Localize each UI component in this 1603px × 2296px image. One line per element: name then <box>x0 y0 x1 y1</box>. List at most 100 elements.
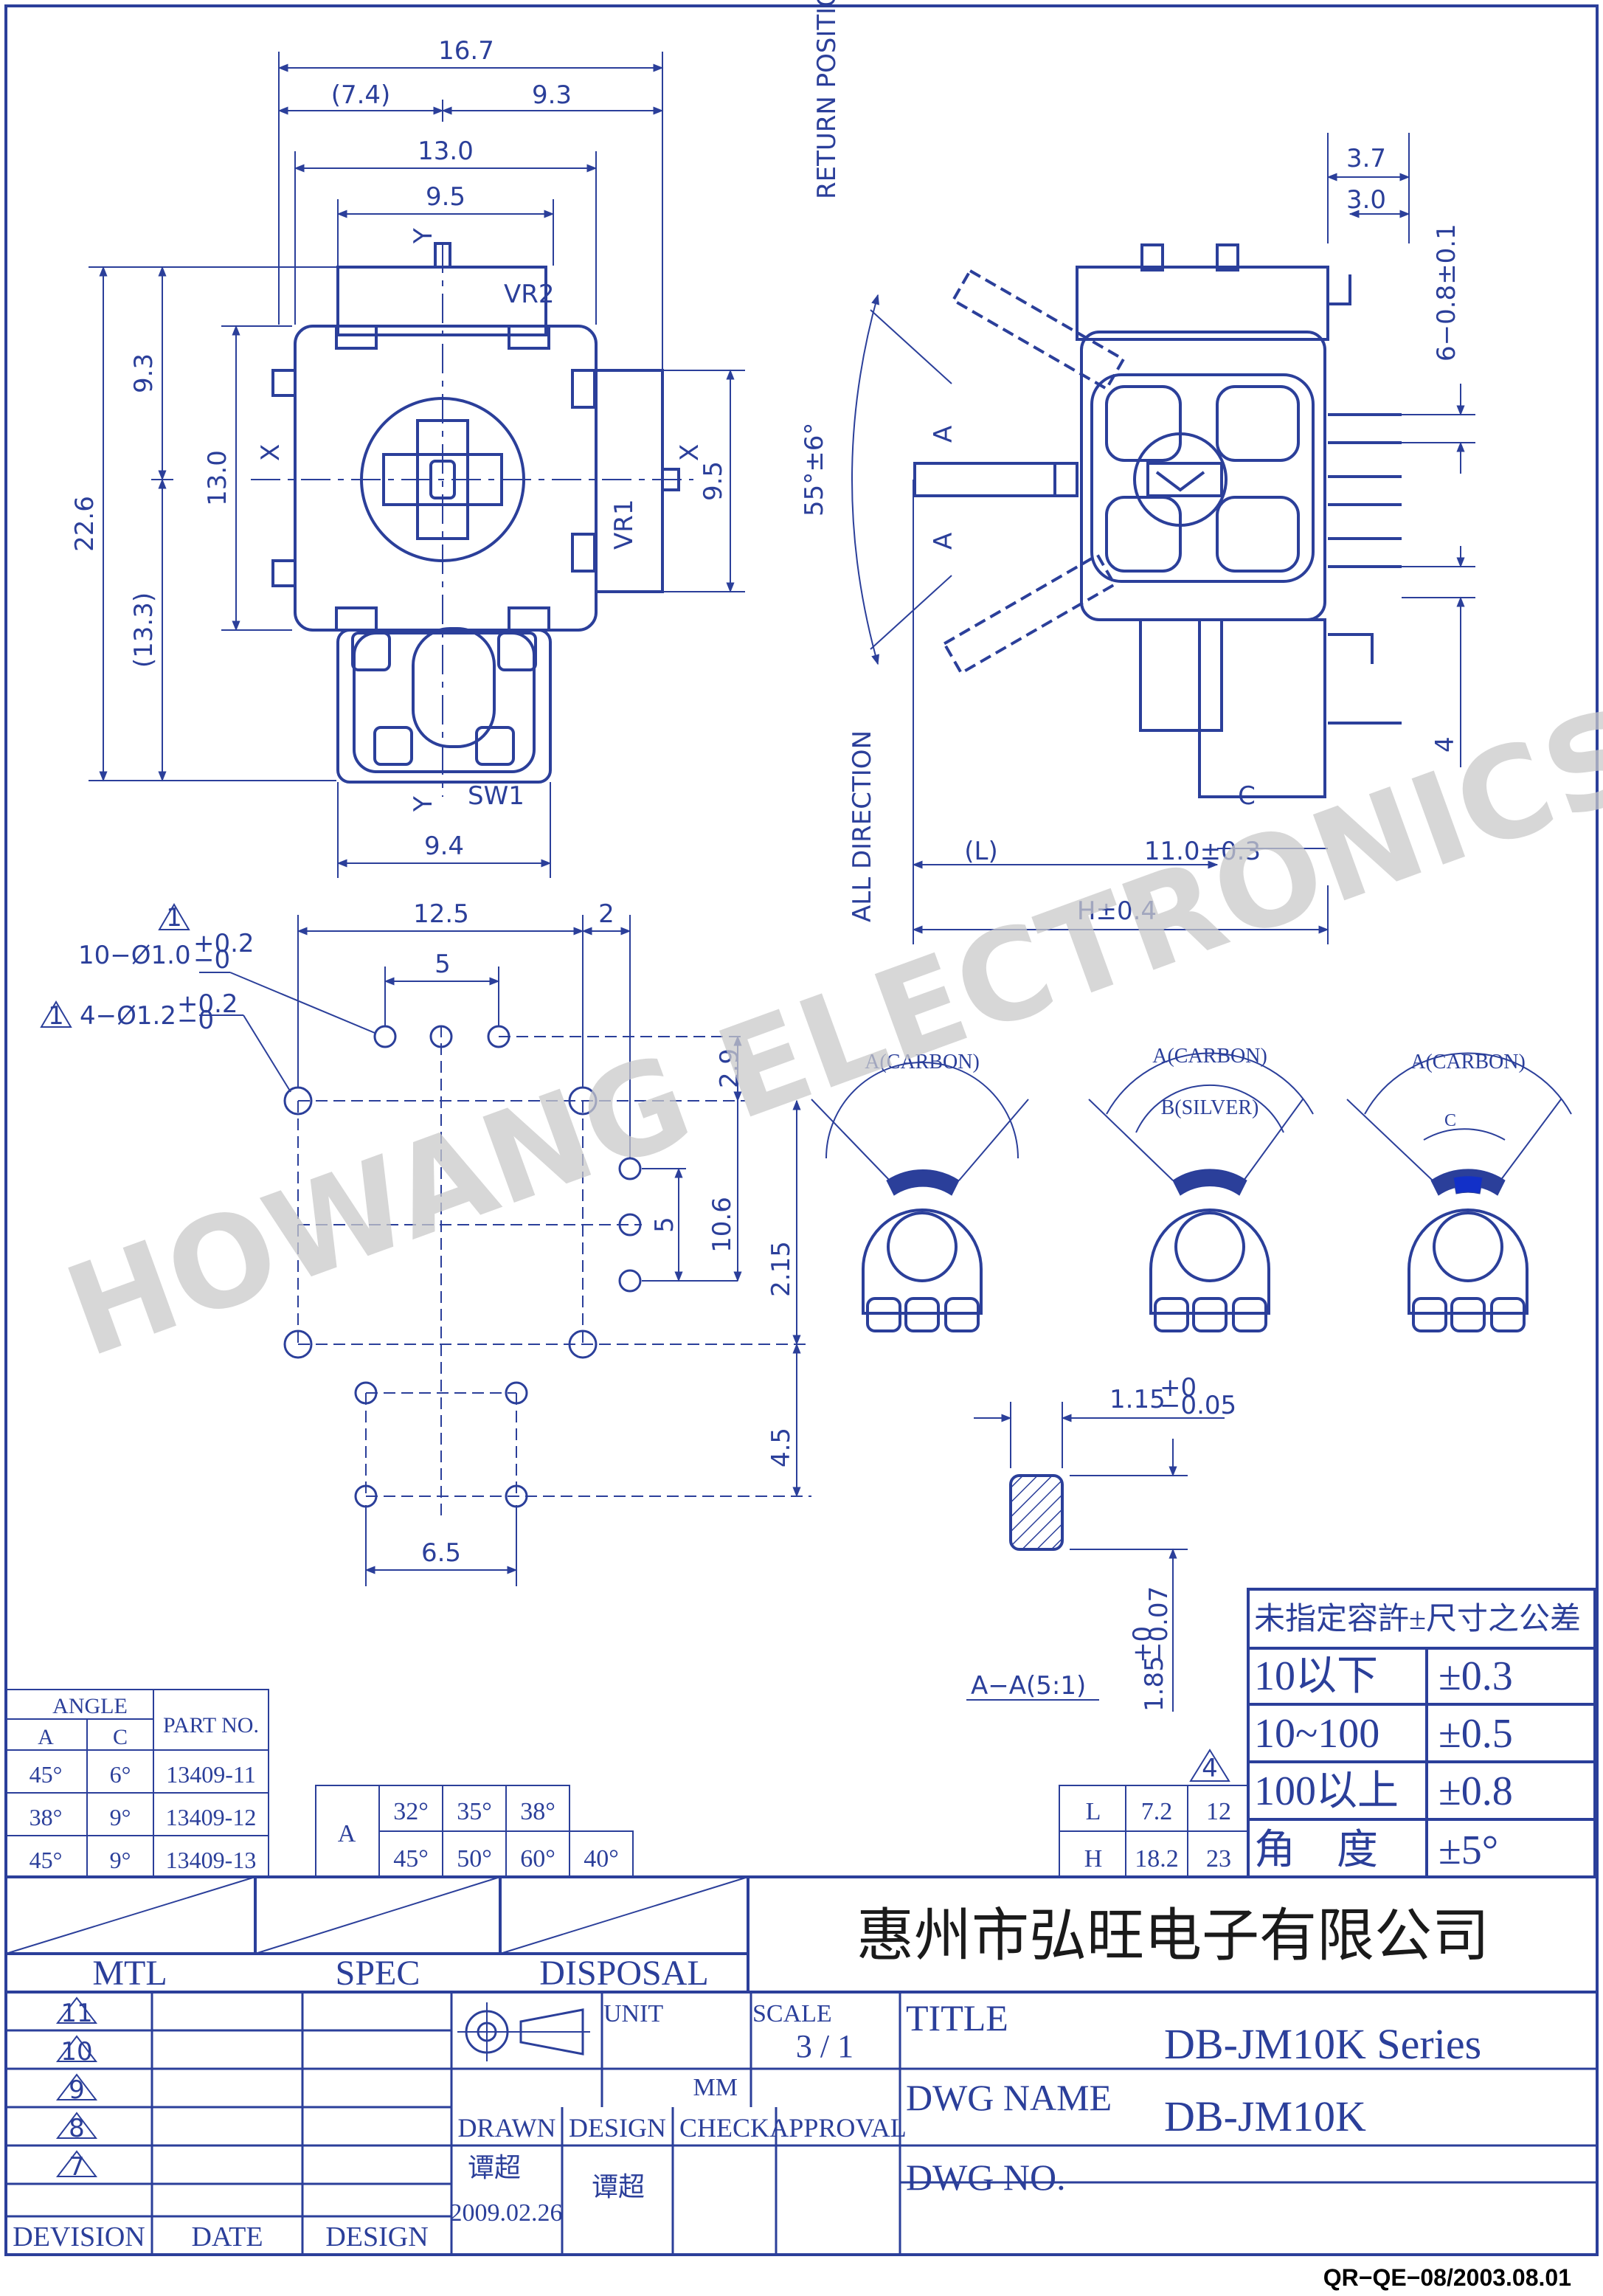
revision-2: 10 <box>60 2037 92 2067</box>
dim-width-bottom: 9.4 <box>424 831 464 861</box>
dim-height-right: 9.5 <box>699 461 728 501</box>
drawn-by: 谭超 <box>468 2153 521 2182</box>
scale-value: 3 / 1 <box>796 2028 854 2064</box>
dim-fp-6-5: 6.5 <box>421 1538 461 1568</box>
note2-mark: 1 <box>48 1001 64 1031</box>
section-mark-bottom: A <box>929 533 958 550</box>
part-no-header: PART NO. <box>163 1713 259 1737</box>
scale-label: SCALE <box>752 2000 832 2027</box>
dim-fp-2-9: 2.9 <box>715 1048 744 1088</box>
y-axis-label-bottom: Y <box>409 796 438 812</box>
tol-row-3-value: ±0.8 <box>1438 1768 1513 1814</box>
dim-width-body: 13.0 <box>418 136 474 166</box>
note2-holes: 4−Ø1.2 <box>80 1001 176 1031</box>
note1-holes: 10−Ø1.0 <box>78 941 191 970</box>
dwg-name-label: DWG NAME <box>906 2077 1112 2118</box>
title-label: TITLE <box>906 1997 1008 2039</box>
dim-l-tolerance: 11.0±0.3 <box>1144 837 1261 866</box>
resistor-track-2 <box>1088 1052 1314 1332</box>
y-axis-label-top: Y <box>409 228 438 244</box>
dim-height-upper: 9.3 <box>129 353 159 393</box>
dim-h: H±0.4 <box>1077 896 1157 926</box>
spec-label: SPEC <box>336 1954 420 1993</box>
note1-triangle-icon <box>158 903 190 930</box>
dim-c-mark: C <box>1238 781 1256 811</box>
angle-row-1-a: 45° <box>30 1761 63 1788</box>
revision-triangles <box>55 1996 98 2177</box>
a-row2-2: 50° <box>457 1845 492 1873</box>
company-name: 惠州市弘旺电子有限公司 <box>856 1903 1489 1968</box>
tolerance-table <box>1247 1588 1596 1878</box>
disposal-label: DISPOSAL <box>539 1954 708 1993</box>
lh-note-mark: 4 <box>1202 1754 1218 1783</box>
dim-height-lower: (13.3) <box>129 592 159 668</box>
lh-row-2-key: H <box>1084 1845 1103 1873</box>
top-view-dimensions <box>89 52 745 878</box>
section-height-tol-dn: −0.07 <box>1144 1586 1174 1663</box>
revision-4: 8 <box>69 2114 85 2143</box>
tolerance-header: 未指定容許±尺寸之公差 <box>1254 1602 1581 1636</box>
dim-width-total: 16.7 <box>438 36 494 66</box>
dim-width-right: 9.3 <box>532 80 572 110</box>
side-view <box>913 243 1402 798</box>
division-label: DEVISION <box>13 2221 145 2252</box>
tol-row-2-value: ±0.5 <box>1438 1711 1513 1757</box>
section-mark-top: A <box>929 426 958 443</box>
note1-tol-up: +0.2 <box>193 929 255 958</box>
all-direction-label: ALL DIRECTION <box>848 730 877 922</box>
lh-row-1-v2: 12 <box>1206 1798 1231 1825</box>
section-label: A−A(5:1) <box>971 1671 1086 1701</box>
x-axis-label-left: X <box>256 444 285 461</box>
angle-row-3-part: 13409-13 <box>166 1847 257 1873</box>
tol-row-2-range: 10~100 <box>1254 1711 1379 1757</box>
angle-row-2-c: 9° <box>110 1804 131 1830</box>
lh-row-1-key: L <box>1086 1798 1101 1825</box>
resistor-3-label-a: A(CARBON) <box>1410 1051 1526 1073</box>
tol-row-3-range: 100以上 <box>1254 1768 1399 1814</box>
a-row2-1: 45° <box>393 1845 429 1873</box>
unit-value: MM <box>693 2074 738 2101</box>
x-axis-label-right: X <box>675 444 704 461</box>
dim-l: (L) <box>964 837 997 866</box>
resistor-3-label-c: C <box>1444 1111 1456 1130</box>
a-row1-2: 35° <box>457 1798 492 1825</box>
note1-mark: 1 <box>166 903 182 933</box>
resistor-2-label-a: A(CARBON) <box>1152 1045 1267 1068</box>
section-width: 1.15 <box>1109 1385 1166 1414</box>
dim-side-3-0: 3.0 <box>1346 185 1386 215</box>
mtl-label: MTL <box>92 1954 167 1993</box>
dwg-name-value: DB-JM10K <box>1164 2092 1366 2140</box>
a-value-table <box>315 1785 634 1878</box>
footprint-dimensions <box>199 915 801 1586</box>
check-label: CHECK <box>679 2113 769 2143</box>
a-row2-3: 60° <box>520 1845 555 1873</box>
lh-row-1-v1: 7.2 <box>1141 1798 1173 1825</box>
design-label: DESIGN <box>325 2221 428 2252</box>
a-row1-1: 32° <box>393 1798 429 1825</box>
angle-table-title: ANGLE <box>52 1694 128 1718</box>
tol-row-4-range: 角 度 <box>1254 1828 1378 1873</box>
resistor-track-1 <box>811 1062 1029 1332</box>
lh-table <box>1059 1749 1249 1878</box>
angle-col-c: C <box>113 1725 128 1749</box>
note2-triangle-icon <box>40 1000 72 1028</box>
a-row2-4: 40° <box>584 1845 619 1873</box>
angle-row-1-part: 13409-11 <box>166 1761 255 1788</box>
approval-label: APPROVAL <box>769 2113 906 2143</box>
resistor-track-3 <box>1346 1052 1572 1332</box>
dim-height-body: 13.0 <box>203 450 232 506</box>
pcb-footprint <box>283 1025 811 1520</box>
side-view-dimensions <box>851 133 1475 944</box>
angle-label: 55°±6° <box>800 423 829 516</box>
tol-row-1-value: ±0.3 <box>1438 1653 1513 1699</box>
return-position-label: RETURN POSITION <box>812 0 842 199</box>
document-code: QR−QE−08/2003.08.01 <box>1323 2264 1571 2291</box>
dim-fp-12-5: 12.5 <box>413 899 469 929</box>
dim-fp-5: 5 <box>434 950 451 979</box>
design-by: 谭超 <box>592 2172 645 2202</box>
angle-row-2-part: 13409-12 <box>166 1804 257 1830</box>
note2-tol-dn: −0 <box>177 1006 214 1035</box>
angle-row-3-a: 45° <box>30 1847 63 1873</box>
dim-fp-2-15: 2.15 <box>766 1241 796 1297</box>
